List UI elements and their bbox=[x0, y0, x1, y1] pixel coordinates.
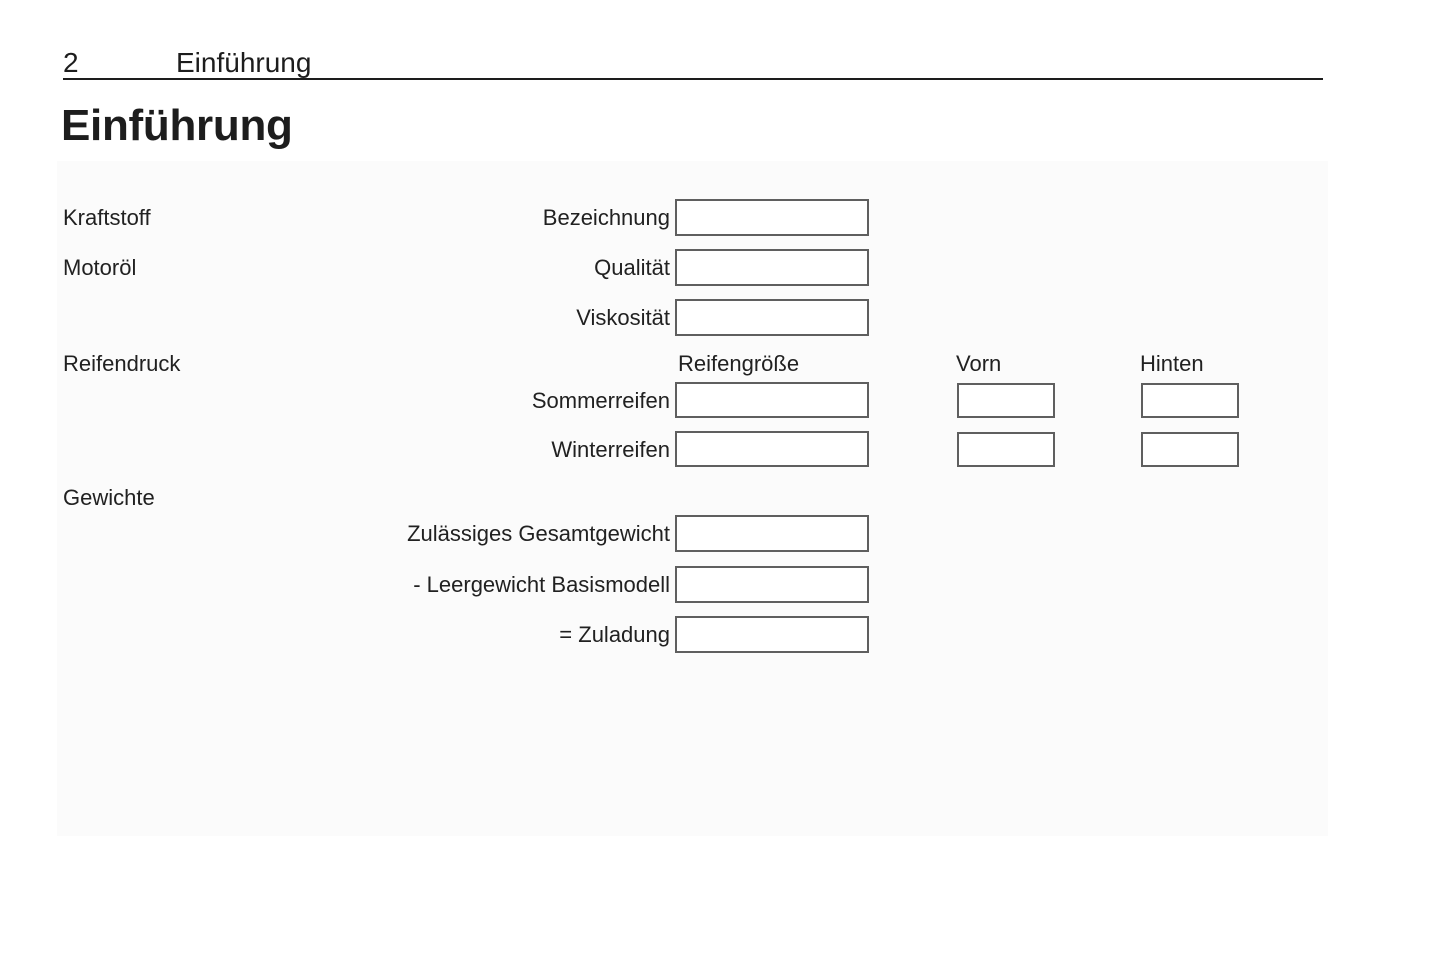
page-number: 2 bbox=[63, 47, 79, 78]
summer-rear-pressure-box bbox=[1141, 383, 1239, 418]
summer-tire-size-box bbox=[675, 382, 869, 418]
payload-label: = Zuladung bbox=[559, 622, 670, 647]
front-column-header: Vorn bbox=[956, 351, 1002, 376]
quality-field-box bbox=[675, 249, 869, 286]
winter-tires-label: Winterreifen bbox=[551, 437, 670, 462]
winter-front-pressure-box bbox=[957, 432, 1055, 467]
gross-weight-field-box bbox=[675, 515, 869, 552]
quality-label: Qualität bbox=[594, 255, 670, 280]
rear-column-header: Hinten bbox=[1140, 351, 1204, 376]
section-label-tire-pressure: Reifendruck bbox=[63, 351, 181, 376]
winter-rear-pressure-box bbox=[1141, 432, 1239, 467]
summer-tires-label: Sommerreifen bbox=[531, 388, 670, 413]
section-label-fuel: Kraftstoff bbox=[63, 205, 151, 230]
designation-field-box bbox=[675, 199, 869, 236]
curb-weight-label: - Leergewicht Basismodell bbox=[413, 572, 670, 597]
tire-size-column-header: Reifengröße bbox=[678, 351, 800, 376]
curb-weight-field-box bbox=[675, 566, 869, 603]
payload-field-box bbox=[675, 616, 869, 653]
running-header-chapter: Einführung bbox=[176, 47, 312, 78]
section-label-oil: Motoröl bbox=[63, 255, 137, 280]
page-title: Einführung bbox=[61, 101, 293, 150]
summer-front-pressure-box bbox=[957, 383, 1055, 418]
gross-weight-label: Zulässiges Gesamtgewicht bbox=[407, 521, 670, 546]
viscosity-label: Viskosität bbox=[576, 305, 670, 330]
header-rule bbox=[63, 78, 1323, 80]
designation-label: Bezeichnung bbox=[542, 205, 670, 230]
winter-tire-size-box bbox=[675, 431, 869, 467]
section-label-weights: Gewichte bbox=[63, 485, 155, 510]
viscosity-field-box bbox=[675, 299, 869, 336]
